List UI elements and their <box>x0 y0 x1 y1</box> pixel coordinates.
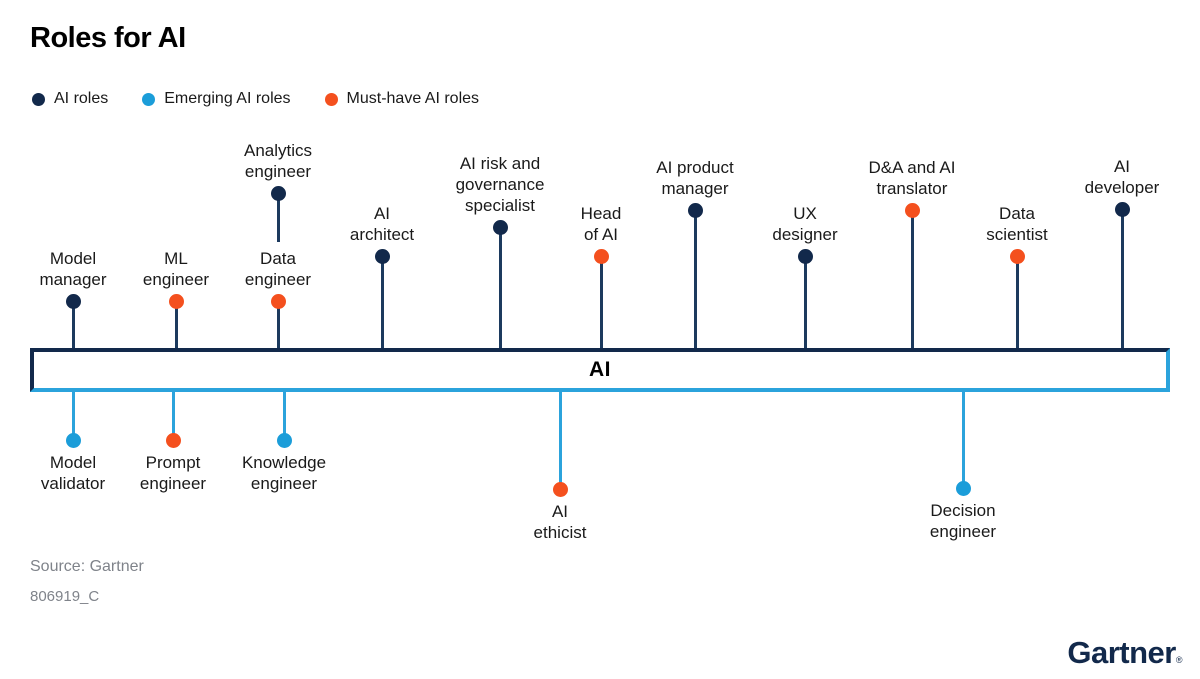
role-dot-decision-engineer <box>955 480 971 496</box>
ai-bar-label: AI <box>589 358 611 381</box>
legend-item-ai: AI roles <box>32 90 108 108</box>
legend-label: Must-have AI roles <box>346 90 480 107</box>
role-label-prompt-engineer: Prompt engineer <box>139 453 207 493</box>
role-stem-decision-engineer <box>961 392 965 488</box>
role-label-ai-ethicist: AI ethicist <box>533 502 587 542</box>
role-label-d-a-and-ai-translator: D&A and AI translator <box>868 158 956 198</box>
role-stem-knowledge-engineer <box>282 392 286 440</box>
legend-dot-icon <box>142 92 156 106</box>
role-dot-model-validator <box>65 432 81 448</box>
role-label-model-manager: Model manager <box>39 249 107 289</box>
role-label-ai-risk-and-governance-specialist: AI risk and governance specialist <box>455 154 545 215</box>
role-stem-ai-ethicist <box>558 392 562 489</box>
role-dot-model-manager <box>65 293 81 309</box>
role-label-head-of-ai: Head of AI <box>580 204 622 244</box>
legend-label: AI roles <box>54 90 109 107</box>
role-dot-ai-architect <box>374 248 390 264</box>
gartner-logo: Gartner® <box>1067 635 1182 671</box>
role-dot-ai-product-manager <box>687 202 703 218</box>
role-stem-ai-developer <box>1120 209 1124 348</box>
role-dot-ai-ethicist <box>552 481 568 497</box>
role-label-model-validator: Model validator <box>40 453 106 493</box>
role-dot-data-scientist <box>1009 248 1025 264</box>
page-title: Roles for AI <box>30 22 186 54</box>
role-label-ai-developer: AI developer <box>1084 157 1160 197</box>
document-code: 806919_C <box>30 588 100 605</box>
role-dot-prompt-engineer <box>165 432 181 448</box>
role-label-decision-engineer: Decision engineer <box>929 501 997 541</box>
role-label-knowledge-engineer: Knowledge engineer <box>241 453 327 493</box>
role-dot-ux-designer <box>797 248 813 264</box>
role-dot-analytics-engineer <box>270 185 286 201</box>
role-stem-ai-architect <box>380 256 384 348</box>
gartner-logo-text: Gartner <box>1067 635 1176 670</box>
role-dot-ai-developer <box>1114 201 1130 217</box>
legend-item-must: Must-have AI roles <box>324 90 480 108</box>
role-label-ai-product-manager: AI product manager <box>656 158 734 198</box>
role-dot-knowledge-engineer <box>276 432 292 448</box>
role-dot-head-of-ai <box>593 248 609 264</box>
role-label-ml-engineer: ML engineer <box>142 249 210 289</box>
legend-dot-icon <box>32 92 45 106</box>
role-stem-analytics-engineer <box>276 193 280 242</box>
role-dot-d-a-and-ai-translator <box>904 202 920 218</box>
source-text: Source: Gartner <box>30 558 144 575</box>
role-stem-prompt-engineer <box>171 392 175 440</box>
role-label-ux-designer: UX designer <box>772 204 838 244</box>
role-label-data-scientist: Data scientist <box>986 204 1048 244</box>
role-label-data-engineer: Data engineer <box>244 249 312 289</box>
role-stem-data-scientist <box>1015 256 1019 348</box>
legend: AI roles Emerging AI roles Must-have AI ro… <box>32 90 479 108</box>
registered-mark-icon: ® <box>1175 655 1183 665</box>
role-stem-model-validator <box>71 392 75 440</box>
role-dot-ml-engineer <box>168 293 184 309</box>
role-stem-d-a-and-ai-translator <box>910 210 914 348</box>
role-stem-ux-designer <box>803 256 807 348</box>
role-stem-ai-product-manager <box>693 210 697 348</box>
role-stem-ml-engineer <box>174 301 178 348</box>
role-label-analytics-engineer: Analytics engineer <box>243 141 313 181</box>
role-stem-data-engineer <box>276 301 280 348</box>
role-stem-ai-risk-and-governance-specialist <box>498 227 502 348</box>
role-stem-model-manager <box>71 301 75 348</box>
role-dot-ai-risk-and-governance-specialist <box>492 219 508 235</box>
legend-label: Emerging AI roles <box>164 90 291 107</box>
role-label-ai-architect: AI architect <box>349 204 415 244</box>
ai-bar: AI <box>30 348 1170 392</box>
legend-dot-icon <box>324 92 338 106</box>
role-stem-head-of-ai <box>599 256 603 348</box>
legend-item-emerging: Emerging AI roles <box>142 90 291 108</box>
role-dot-data-engineer <box>270 293 286 309</box>
